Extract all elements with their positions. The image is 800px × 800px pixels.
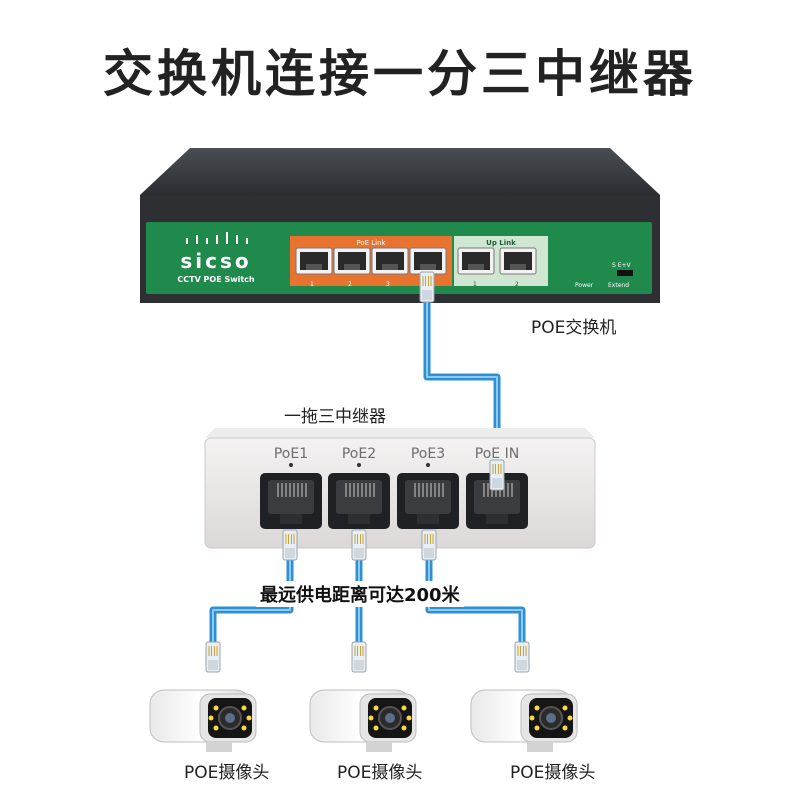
power-label: Power xyxy=(575,282,594,289)
distance-note: 最远供电距离可达200米 xyxy=(256,581,464,607)
rj45-plug-poe3 xyxy=(422,530,436,560)
led-poe2 xyxy=(357,463,361,467)
repeater-port-label-poe2: PoE2 xyxy=(342,446,376,462)
repeater-port-poe2[interactable] xyxy=(328,473,390,529)
rj45-plug-poe1 xyxy=(283,530,297,560)
switch-poe-port-2[interactable] xyxy=(334,248,370,274)
switch-poe-port-1[interactable] xyxy=(296,248,332,274)
poe-camera-3 xyxy=(471,690,577,752)
rj45-plug-poe-in xyxy=(490,460,504,490)
camera-1-label: POE摄像头 xyxy=(184,758,269,783)
repeater-port-label-poe3: PoE3 xyxy=(411,446,445,462)
switch-caption: POE交换机 xyxy=(531,313,616,338)
repeater-caption: 一拖三中继器 xyxy=(284,402,386,427)
led-poe3 xyxy=(426,463,430,467)
poe-camera-1 xyxy=(150,690,256,752)
repeater-top xyxy=(205,428,595,438)
switch-brand: sicso xyxy=(180,249,251,273)
mode-switch[interactable] xyxy=(617,270,633,276)
camera-2-label: POE摄像头 xyxy=(337,758,422,783)
switch-poe-port-4[interactable] xyxy=(410,248,446,274)
repeater-port-poe1[interactable] xyxy=(260,473,322,529)
repeater: PoE1 PoE2 PoE3 PoE IN xyxy=(205,428,595,548)
poe-camera-2 xyxy=(310,690,416,752)
poe-port-number-1: 1 xyxy=(310,281,314,288)
uplink-port-number-2: 2 xyxy=(515,281,519,288)
camera-3-label: POE摄像头 xyxy=(510,758,595,783)
repeater-port-label-poe1: PoE1 xyxy=(274,446,308,462)
switch-uplink-port-1[interactable] xyxy=(458,248,494,274)
switch-top xyxy=(140,148,660,195)
mode-label: S E+V xyxy=(612,262,632,269)
uplink-group-label: Up Link xyxy=(486,239,516,247)
switch-poe-port-3[interactable] xyxy=(372,248,408,274)
switch-uplink-port-2[interactable] xyxy=(500,248,536,274)
poe-port-number-3: 3 xyxy=(386,281,390,288)
uplink-port-number-1: 1 xyxy=(473,281,477,288)
rj45-plug-switch xyxy=(420,272,434,302)
poe-group-label: PoE Link xyxy=(356,239,386,247)
poe-switch: sicso CCTV POE Switch PoE Link Up Link 1… xyxy=(140,148,660,303)
repeater-port-poe3[interactable] xyxy=(397,473,459,529)
switch-subtitle: CCTV POE Switch xyxy=(177,275,255,284)
rj45-plug-poe2 xyxy=(352,530,366,560)
rj45-plug-camera1 xyxy=(206,642,220,672)
poe-port-number-2: 2 xyxy=(348,281,352,288)
rj45-plug-camera2 xyxy=(352,642,366,672)
rj45-plug-camera3 xyxy=(515,642,529,672)
led-poe1 xyxy=(289,463,293,467)
extend-label: Extend xyxy=(608,282,629,289)
